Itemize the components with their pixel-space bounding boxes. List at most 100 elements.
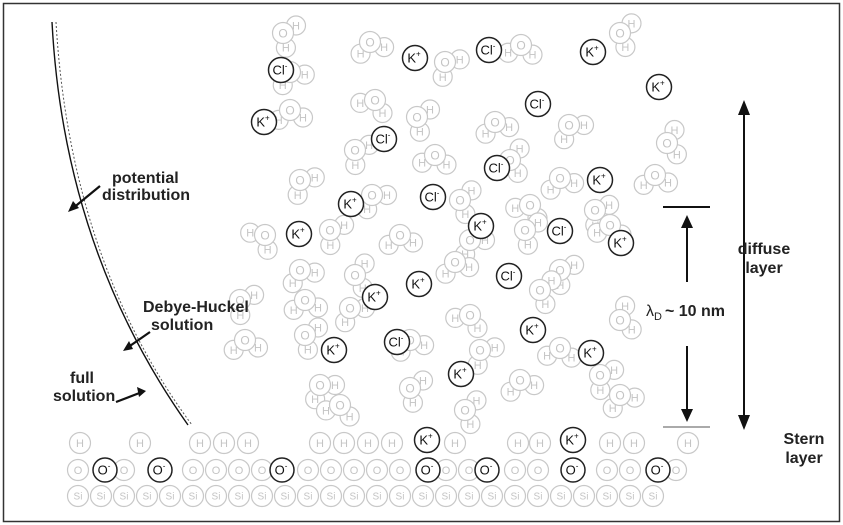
water-molecule: HHO	[293, 317, 329, 360]
svg-text:H: H	[671, 125, 679, 137]
svg-text:O: O	[258, 465, 267, 477]
debye-length-value: ~ 10 nm	[665, 303, 725, 320]
surface-oxide-ion: O-	[269, 457, 295, 483]
oxygen-atom: O	[588, 363, 612, 387]
svg-text:H: H	[568, 353, 576, 365]
potassium-ion: K+	[337, 190, 365, 218]
svg-text:Si: Si	[304, 492, 313, 503]
oxygen-atom: O	[598, 213, 622, 237]
svg-text:Cl-: Cl-	[489, 160, 504, 176]
svg-text:O: O	[515, 373, 524, 387]
svg-text:O: O	[555, 171, 564, 185]
svg-text:O: O	[315, 378, 324, 392]
lambda-symbol: λ	[646, 303, 654, 320]
svg-text:Si: Si	[327, 492, 336, 503]
svg-text:H: H	[529, 50, 537, 62]
svg-text:Si: Si	[557, 492, 566, 503]
water-molecule: HHO	[271, 15, 307, 58]
svg-text:H: H	[383, 190, 391, 202]
water-molecule: HHO	[350, 30, 395, 64]
surface-hydrogen-atom: H	[622, 431, 646, 455]
svg-text:K+: K+	[291, 226, 305, 242]
svg-text:O: O	[564, 118, 573, 132]
svg-text:H: H	[340, 220, 348, 232]
svg-text:O: O	[285, 103, 294, 117]
potassium-ion: K+	[607, 229, 635, 257]
svg-text:Si: Si	[166, 492, 175, 503]
svg-text:H: H	[543, 351, 551, 363]
svg-text:O: O	[325, 223, 334, 237]
svg-text:O: O	[555, 341, 564, 355]
svg-text:H: H	[311, 172, 319, 184]
svg-text:H: H	[465, 262, 473, 274]
svg-text:O: O	[505, 153, 514, 167]
svg-text:O: O	[300, 328, 309, 342]
silicon-atom: Si	[342, 484, 366, 508]
surface-hydrogen-atom: H	[380, 431, 404, 455]
oxygen-atom: O	[608, 21, 632, 45]
svg-text:O: O	[304, 465, 313, 477]
svg-text:K+: K+	[592, 172, 606, 188]
water-molecule: HHO	[498, 33, 543, 65]
svg-text:Cl-: Cl-	[425, 189, 440, 205]
svg-text:Si: Si	[419, 492, 428, 503]
water-molecule: HHO	[655, 119, 687, 165]
potassium-ion: K+	[285, 220, 313, 248]
svg-text:H: H	[230, 345, 238, 357]
surface-oxide-ion: O-	[147, 457, 173, 483]
potassium-ion: K+	[361, 283, 389, 311]
solution-ions-layer: K+K+K+K+K+K+K+K+K+K+K+K+K+K+K+Cl-Cl-Cl-C…	[250, 36, 673, 388]
svg-text:H: H	[351, 160, 359, 172]
svg-text:H: H	[340, 438, 348, 450]
water-molecule: HHO	[475, 110, 520, 144]
surface-oxygen-atom: O	[342, 458, 366, 482]
silicon-atom: Si	[227, 484, 251, 508]
svg-text:H: H	[466, 419, 474, 431]
oxygen-atom: O	[643, 163, 667, 187]
svg-text:H: H	[301, 70, 309, 82]
debye-huckel-label-line1: Debye-Huckel	[143, 299, 249, 316]
oxygen-atom: O	[328, 393, 352, 417]
svg-text:O-: O-	[275, 462, 288, 478]
svg-text:H: H	[361, 258, 369, 270]
oxygen-atom: O	[308, 373, 332, 397]
silicon-atom: Si	[89, 484, 113, 508]
surface-oxide-ion: O-	[474, 457, 500, 483]
svg-text:H: H	[684, 438, 692, 450]
svg-text:H: H	[474, 323, 482, 335]
water-molecule: HHO	[357, 183, 398, 220]
chloride-ion: Cl-	[370, 125, 398, 153]
potassium-ion: K+	[467, 212, 495, 240]
diffuse-layer-label-line1: diffuse	[738, 241, 791, 258]
svg-text:H: H	[609, 403, 617, 415]
svg-text:Cl-: Cl-	[481, 42, 496, 58]
svg-text:H: H	[244, 438, 252, 450]
svg-text:O: O	[450, 255, 459, 269]
svg-text:K+: K+	[453, 366, 467, 382]
svg-text:H: H	[514, 438, 522, 450]
svg-text:H: H	[664, 177, 672, 189]
water-molecule: HHO	[412, 143, 457, 175]
svg-text:O: O	[465, 465, 474, 477]
svg-text:O: O	[465, 308, 474, 322]
silicon-atom: Si	[572, 484, 596, 508]
svg-text:H: H	[530, 380, 538, 392]
svg-text:H: H	[524, 240, 532, 252]
oxygen-atom: O	[518, 193, 542, 217]
svg-text:O: O	[490, 115, 499, 129]
svg-text:H: H	[331, 380, 339, 392]
layer-extent-arrowhead-bottom	[738, 415, 750, 430]
oxygen-atom: O	[360, 183, 384, 207]
oxygen-atom: O	[228, 288, 252, 312]
water-molecule: HHO	[602, 383, 645, 419]
svg-text:O: O	[615, 388, 624, 402]
debye-length-down-arrowhead	[681, 409, 693, 422]
svg-text:O: O	[120, 465, 129, 477]
svg-text:H: H	[357, 49, 365, 61]
svg-text:O: O	[534, 465, 543, 477]
water-molecule: HHO	[633, 163, 679, 195]
svg-text:H: H	[536, 438, 544, 450]
svg-text:O: O	[235, 293, 244, 307]
oxygen-atom: O	[458, 303, 482, 327]
